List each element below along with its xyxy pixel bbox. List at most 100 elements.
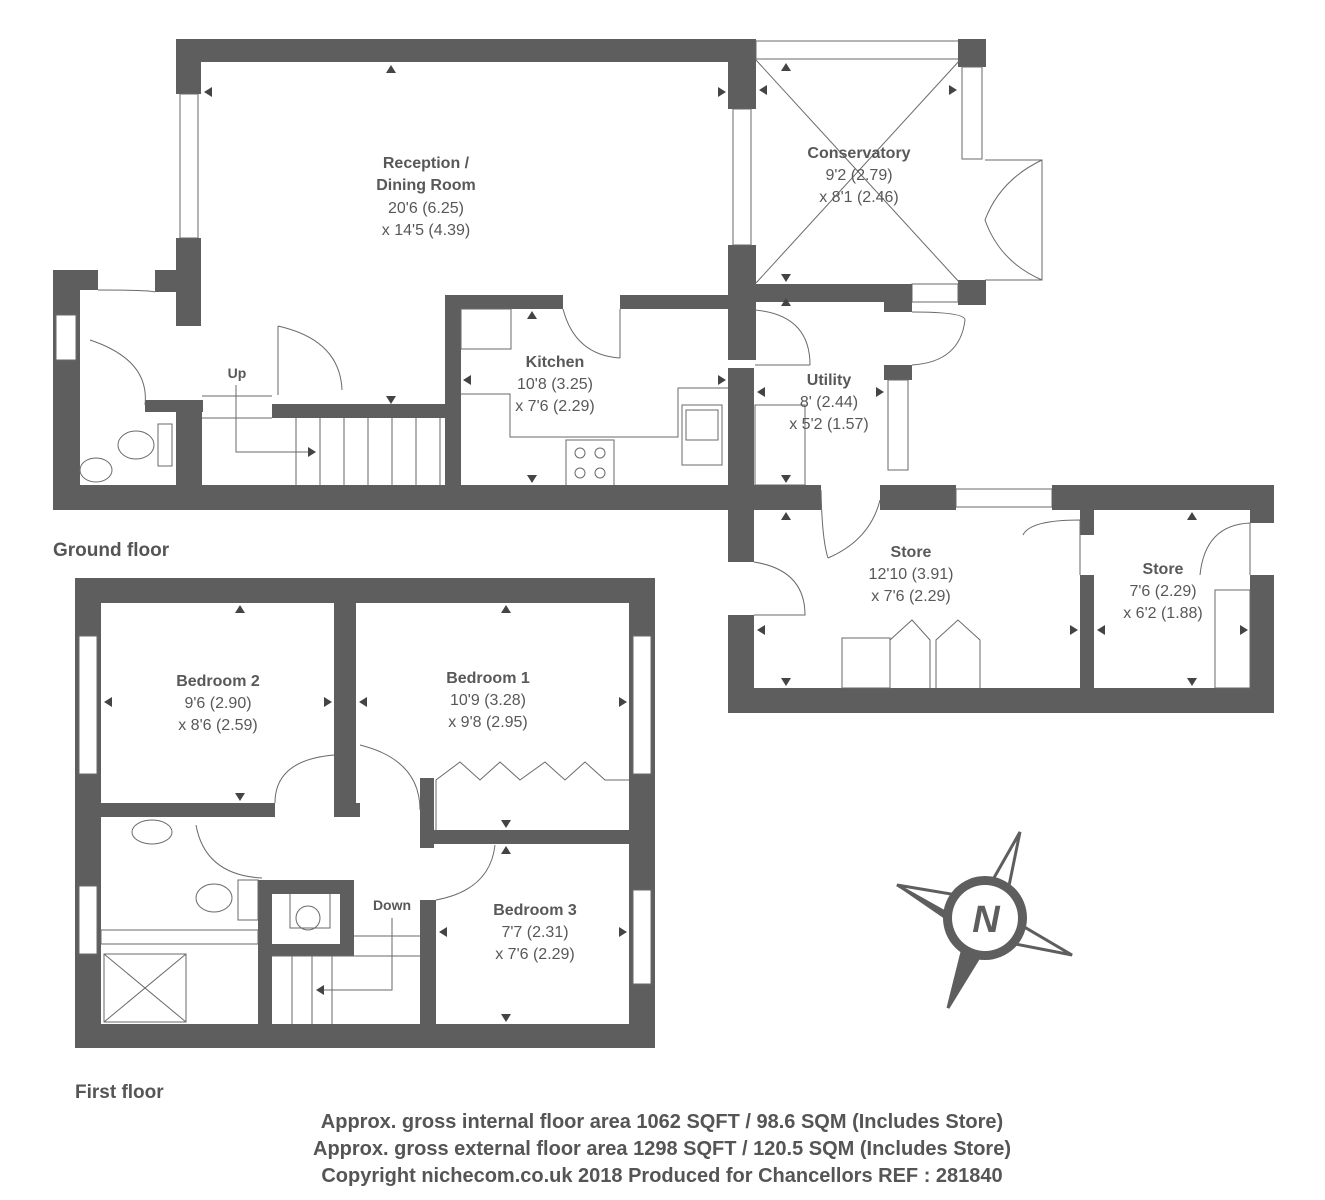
wall: [176, 306, 198, 326]
door-swing: [1199, 522, 1251, 576]
door-swing: [274, 754, 335, 804]
stair-arrow: [235, 385, 308, 453]
first-floor-label: First floor: [75, 1082, 164, 1103]
wall: [176, 39, 201, 94]
window: [961, 66, 983, 160]
store-dimensions: 7'6 (2.29): [1129, 583, 1196, 600]
wall: [101, 803, 275, 817]
bedroom2-dimensions: 9'6 (2.90): [184, 695, 251, 712]
wall: [1250, 505, 1274, 523]
shower-tray: [103, 953, 187, 1023]
hob-ring: [574, 447, 586, 459]
door-swing: [277, 325, 343, 391]
kitchen-sink-bowl: [685, 409, 719, 441]
wall: [176, 39, 756, 62]
door-swing: [89, 339, 146, 406]
window: [78, 885, 98, 955]
wall: [728, 510, 754, 562]
compass-north-letter: N: [972, 899, 1001, 941]
window: [78, 635, 98, 775]
wall: [620, 295, 755, 309]
wall: [880, 485, 956, 510]
bedroom3-dimensions: 7'7 (2.31): [501, 924, 568, 941]
wall: [756, 284, 912, 302]
external-area-text: Approx. gross external floor area 1298 S…: [313, 1138, 1011, 1160]
wall: [1250, 575, 1274, 713]
wardrobe-doors: [435, 761, 629, 830]
ground-floor-plan: [53, 39, 1274, 713]
kitchen-sink: [681, 404, 723, 466]
bedroom2-dimensions: x 8'6 (2.59): [178, 717, 258, 734]
hot-water-cylinder: [295, 905, 321, 931]
window: [632, 635, 652, 775]
hob: [565, 439, 615, 487]
wall: [334, 803, 360, 817]
hob-ring: [574, 467, 586, 479]
first-floor-plan: [75, 578, 655, 1048]
conservatory-roof-line: [755, 59, 961, 284]
store-name: Store: [1143, 561, 1184, 578]
door: [820, 489, 829, 559]
ground-floor-label: Ground floor: [53, 540, 170, 561]
wall: [445, 295, 563, 309]
wall: [75, 1024, 655, 1048]
kitchen-dimensions: 10'8 (3.25): [517, 376, 593, 393]
wall: [1080, 575, 1094, 690]
window: [911, 283, 959, 303]
bedroom3-name: Bedroom 3: [493, 902, 577, 919]
window: [755, 40, 961, 60]
wall: [155, 270, 200, 292]
wall: [1080, 510, 1094, 535]
utility-dimensions: 8' (2.44): [800, 394, 858, 411]
window: [732, 108, 752, 246]
stairs-down-label: Down: [373, 897, 411, 913]
store-dimensions: 12'10 (3.91): [869, 566, 954, 583]
reception-dimensions: x 14'5 (4.39): [382, 222, 470, 239]
conservatory-dimensions: x 8'1 (2.46): [819, 189, 899, 206]
wall: [334, 603, 356, 815]
wall: [958, 39, 986, 67]
door-swing: [911, 311, 966, 366]
window: [55, 314, 77, 361]
store-shelf: [1214, 589, 1251, 689]
door-swing: [435, 844, 496, 901]
toilet: [195, 883, 233, 913]
kitchen-dimensions: x 7'6 (2.29): [515, 398, 595, 415]
toilet-cistern: [157, 423, 173, 467]
internal-area-text: Approx. gross internal floor area 1062 S…: [321, 1111, 1003, 1133]
door-swing: [753, 561, 806, 616]
wash-basin: [131, 819, 173, 845]
stair-treads: [295, 418, 441, 486]
stairs-up-label: Up: [228, 365, 247, 381]
wall: [728, 300, 756, 360]
shower-tray-line: [103, 953, 187, 1023]
bath-panel: [100, 929, 259, 945]
wall: [420, 830, 629, 844]
wall: [53, 485, 821, 510]
stair-arrow-head: [316, 985, 324, 995]
wash-basin: [79, 457, 113, 483]
toilet-cistern: [237, 879, 259, 921]
conservatory-dimensions: 9'2 (2.79): [825, 167, 892, 184]
utility-name: Utility: [807, 372, 852, 389]
store-cupboard-doors: [889, 619, 931, 688]
cylinder-cupboard: [289, 894, 331, 929]
wall: [420, 900, 436, 1035]
window: [887, 379, 909, 471]
kitchen-name: Kitchen: [526, 354, 585, 371]
french-door-swing: [984, 159, 1043, 281]
compass-icon: N: [896, 831, 1073, 1009]
hob-ring: [594, 467, 606, 479]
door-swing: [1022, 519, 1081, 575]
store-dimensions: x 6'2 (1.88): [1123, 605, 1203, 622]
door-swing: [359, 744, 421, 811]
wall: [445, 295, 461, 490]
utility-dimensions: x 5'2 (1.57): [789, 416, 869, 433]
door-swing: [827, 499, 881, 559]
wall: [884, 365, 912, 380]
bedroom2-name: Bedroom 2: [176, 673, 260, 690]
wall: [272, 404, 447, 418]
wall: [258, 880, 354, 894]
wall: [258, 944, 354, 956]
